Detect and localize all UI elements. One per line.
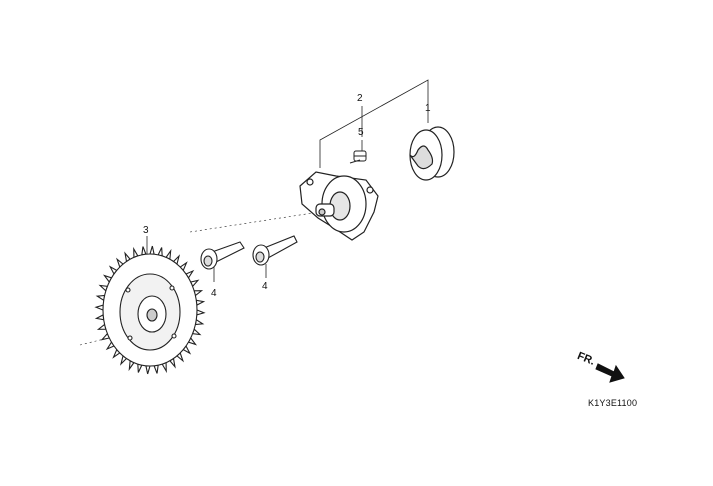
- oil-pump-body: [299, 171, 379, 241]
- oil-pump-rotor: [409, 126, 455, 181]
- flange-bolt-right: [252, 235, 298, 266]
- gear-tooth: [195, 299, 206, 306]
- assembly-axis-shaft: [189, 209, 333, 233]
- leader-lines: [79, 79, 429, 346]
- gear-tooth: [145, 365, 151, 375]
- gear-tooth: [94, 304, 104, 311]
- oil-pump-driven-gear: [94, 245, 206, 375]
- callout-4a: 4: [211, 288, 217, 299]
- diagram-code: K1Y3E1100: [588, 398, 638, 408]
- gear-tooth: [153, 364, 159, 374]
- callout-1: 1: [425, 103, 431, 114]
- front-arrow-icon: [595, 363, 625, 383]
- pump-screw: [349, 150, 367, 164]
- callout-3: 3: [143, 225, 149, 236]
- leader-bracket-1-2: [319, 79, 429, 168]
- flange-bolt-left: [200, 241, 245, 270]
- callout-2: 2: [357, 93, 363, 104]
- gear-tooth: [141, 246, 147, 256]
- gear-tooth: [149, 245, 155, 255]
- gear-tooth: [196, 309, 206, 316]
- callout-4b: 4: [262, 281, 268, 292]
- callout-5: 5: [358, 127, 364, 138]
- gear-tooth: [94, 314, 105, 321]
